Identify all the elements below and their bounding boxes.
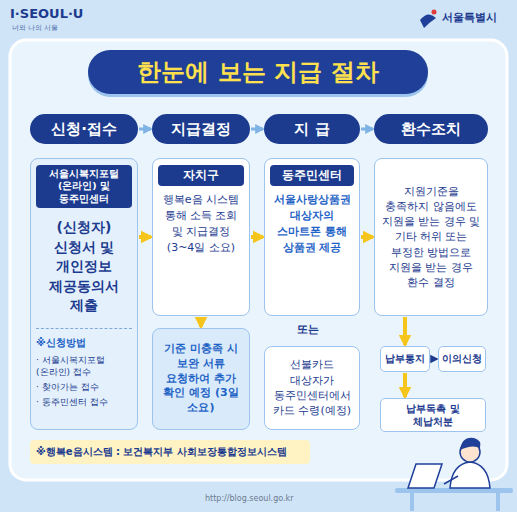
- process-box: 선불카드 대상자가 동주민센터에서 카드 수령(예정): [264, 346, 360, 430]
- step-header: 지 급: [264, 114, 360, 144]
- box-text: ※행복e음시스템 : 보건복지부 사회보장통합정보시스템: [36, 446, 304, 459]
- flow-arrow: [431, 358, 437, 360]
- box-text: 지급결정: [156, 120, 246, 139]
- box-text: 서울사랑상품권 대상자의 스마트폰 통해 상품권 제공: [270, 192, 354, 256]
- box-text: · 서울시복지포털 (온라인) 접수: [36, 354, 132, 378]
- step-header: 환수조치: [374, 114, 488, 144]
- step-header: 신청·접수: [30, 114, 138, 144]
- flow-arrow: [251, 235, 263, 239]
- box-text: 신청·접수: [34, 120, 134, 139]
- box-heading: 서울시복지포털(온라인) 및 동주민센터: [36, 165, 132, 208]
- box-text: 납부통지: [383, 353, 427, 365]
- box-text: 지원기준을 충족하지 않음에도 지원을 받는 경우 및 기타 허위 또는 부정한…: [380, 184, 482, 291]
- process-box: 기준 미충족 시 보완 서류 요청하여 추가 확인 예정 (3일 소요): [152, 328, 250, 430]
- box-heading: 동주민센터: [270, 165, 354, 186]
- box-text: · 찾아가는 접수: [36, 381, 132, 393]
- box-text: 환수조치: [378, 120, 484, 139]
- city-name: 서울특별시: [442, 10, 497, 25]
- footnote-box: ※행복e음시스템 : 보건복지부 사회보장통합정보시스템: [30, 440, 310, 464]
- box-text: 납부독촉 및 체납처분: [385, 402, 481, 428]
- seoul-logo: [420, 10, 437, 29]
- box-text: 기준 미충족 시 보완 서류 요청하여 추가 확인 예정 (3일 소요): [158, 342, 244, 416]
- brand-slogan: 너와 나의 서울: [12, 23, 58, 33]
- or-label: 또는: [297, 322, 319, 337]
- url-text: http://blog.seoul.go.kr: [205, 494, 293, 503]
- process-box: 동주민센터서울사랑상품권 대상자의 스마트폰 통해 상품권 제공: [264, 158, 360, 316]
- brand-logo: I·SEOUL·U: [10, 6, 83, 21]
- flow-arrow: [361, 128, 373, 131]
- title-text: 한눈에 보는 지급 절차: [137, 56, 378, 88]
- step-box: 납부독촉 및 체납처분: [380, 398, 486, 432]
- panel: [10, 40, 507, 480]
- flow-arrow: [403, 317, 407, 345]
- box-text: 지 급: [268, 120, 356, 139]
- person-illustration: [395, 438, 513, 511]
- title-banner: 한눈에 보는 지급 절차: [88, 50, 428, 94]
- step-header: 지급결정: [152, 114, 250, 144]
- flow-arrow: [403, 373, 407, 397]
- box-text: 행복e음 시스템 통해 소득 조회 및 지급결정 (3~4일 소요): [158, 192, 244, 256]
- flow-arrow: [199, 317, 203, 327]
- box-text: 선불카드 대상자가 동주민센터에서 카드 수령(예정): [270, 357, 354, 419]
- flow-arrow: [251, 128, 263, 131]
- box-text: (신청자) 신청서 및 개인정보 제공동의서 제출: [36, 218, 132, 316]
- flow-arrow: [139, 128, 151, 131]
- flow-arrow: [139, 235, 151, 239]
- box-text: · 동주민센터 접수: [36, 396, 132, 408]
- apply-box: 서울시복지포털(온라인) 및 동주민센터 (신청자) 신청서 및 개인정보 제공동…: [30, 158, 138, 430]
- step-box: 납부통지: [380, 346, 430, 372]
- flow-arrow: [361, 235, 373, 239]
- box-heading: 자치구: [158, 165, 244, 186]
- process-box: 자치구행복e음 시스템 통해 소득 조회 및 지급결정 (3~4일 소요): [152, 158, 250, 316]
- process-box: 지원기준을 충족하지 않음에도 지원을 받는 경우 및 기타 허위 또는 부정한…: [374, 158, 488, 316]
- step-box: 이의신청: [438, 346, 486, 372]
- box-text: 이의신청: [441, 353, 483, 365]
- box-text: ※신청방법: [36, 328, 132, 350]
